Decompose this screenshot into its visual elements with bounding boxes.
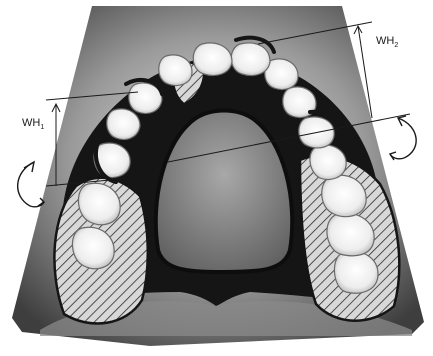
curved-rotation-arrow-icon	[18, 162, 44, 207]
tooth-right-central	[231, 43, 270, 76]
tooth-right-premolar-2	[310, 145, 346, 179]
wh1-label: WH1	[22, 117, 44, 131]
tooth-left-lateral	[159, 55, 192, 86]
tooth-left-premolar-1	[107, 109, 140, 140]
curved-rotation-arrow-icon	[390, 116, 416, 160]
tooth-left-central	[193, 43, 232, 76]
wh2-label: WH2	[376, 35, 398, 49]
